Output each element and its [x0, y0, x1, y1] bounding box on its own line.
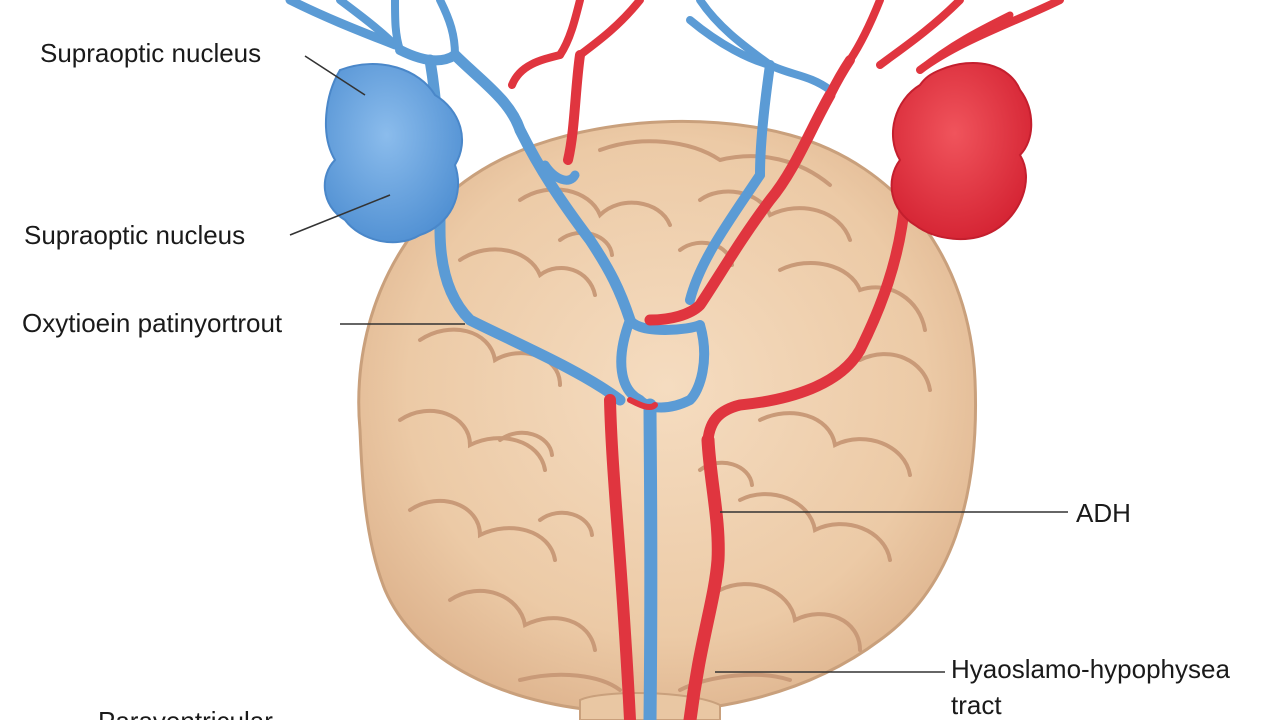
- label-tract-line2: tract: [951, 690, 1002, 720]
- label-supraoptic-nucleus-top: Supraoptic nucleus: [40, 38, 262, 68]
- label-bottom-cut-off: Paraventricular: [98, 706, 273, 720]
- leader-lines: [289, 55, 1068, 673]
- brain-outline: [357, 119, 978, 714]
- supraoptic-nucleus-blue: [323, 63, 464, 244]
- red-pathway: [508, 0, 1064, 720]
- blue-pathway: [285, 0, 834, 720]
- nucleus-red: [890, 62, 1033, 241]
- label-supraoptic-nucleus-middle: Supraoptic nucleus: [24, 220, 246, 250]
- label-tract-line1: Hyaoslamo-hypophysea: [951, 654, 1230, 684]
- label-oxytocin-pathway: Oxytioein patinyortrout: [22, 308, 283, 338]
- label-adh: ADH: [1076, 498, 1131, 528]
